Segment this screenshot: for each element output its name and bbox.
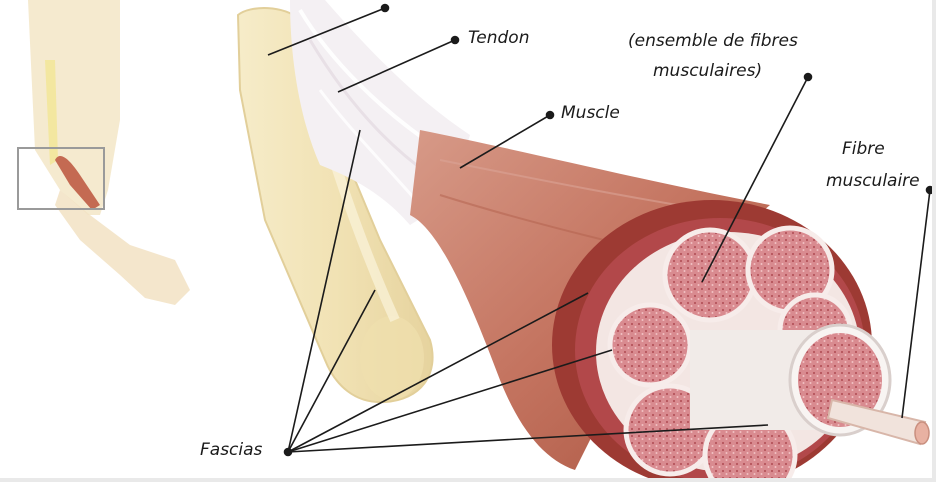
limb-thumbnail [18, 0, 190, 305]
muscle-cross-section [552, 200, 929, 482]
label-fascias: Fascias [200, 439, 262, 461]
label-bundle-line2: musculaires) [653, 60, 762, 82]
label-fibre-line2: musculaire [826, 170, 920, 192]
dot-fibre [927, 187, 934, 194]
dot-muscle [547, 112, 554, 119]
dot-top-cut [382, 5, 389, 12]
limb-lower [55, 190, 190, 305]
dot-tendon [452, 37, 459, 44]
dot-fascias [285, 449, 292, 456]
label-fibre-line1: Fibre [842, 138, 885, 160]
dot-bundle [805, 74, 812, 81]
label-muscle: Muscle [561, 102, 620, 124]
label-tendon: Tendon [468, 27, 529, 49]
leader-fibre [902, 190, 930, 418]
label-bundle-line1: (ensemble de fibres [628, 30, 798, 52]
